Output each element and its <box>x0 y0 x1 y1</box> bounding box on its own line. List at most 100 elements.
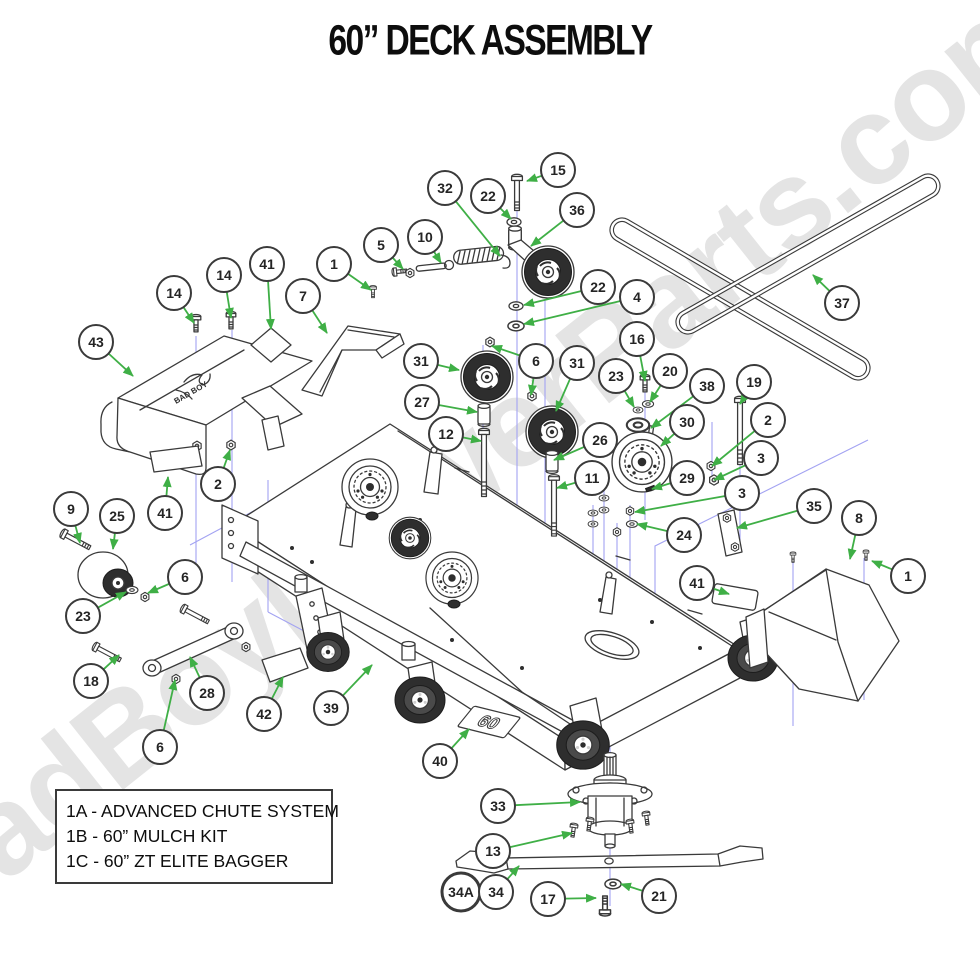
callout-34[interactable]: 34 <box>478 865 520 910</box>
callout-41[interactable]: 41 <box>249 246 285 330</box>
callout-31[interactable]: 31 <box>403 343 460 379</box>
callout-21[interactable]: 21 <box>620 878 677 914</box>
callout-6[interactable]: 6 <box>142 679 178 765</box>
callout-35[interactable]: 35 <box>736 488 832 530</box>
callout-30[interactable]: 30 <box>660 404 705 447</box>
callout-balloon[interactable] <box>666 517 702 553</box>
callout-balloon[interactable] <box>404 384 440 420</box>
callout-6[interactable]: 6 <box>491 343 554 396</box>
callout-39[interactable]: 39 <box>313 664 373 726</box>
callout-balloon[interactable] <box>142 729 178 765</box>
callout-balloon[interactable] <box>428 416 464 452</box>
callout-24[interactable]: 24 <box>636 517 702 553</box>
callout-balloon[interactable] <box>743 440 779 476</box>
callout-balloon[interactable] <box>669 460 705 496</box>
callout-16[interactable]: 16 <box>619 321 655 382</box>
callout-balloon[interactable] <box>574 460 610 496</box>
callout-43[interactable]: 43 <box>78 324 134 377</box>
callout-4[interactable]: 4 <box>523 279 655 327</box>
callout-22[interactable]: 22 <box>523 269 616 308</box>
callout-5[interactable]: 5 <box>363 227 404 270</box>
callout-balloon[interactable] <box>403 343 439 379</box>
callout-balloon[interactable] <box>824 285 860 321</box>
callout-14[interactable]: 14 <box>156 275 195 324</box>
callout-23[interactable]: 23 <box>65 591 127 634</box>
callout-2[interactable]: 2 <box>711 402 786 467</box>
callout-12[interactable]: 12 <box>428 416 482 452</box>
callout-13[interactable]: 13 <box>475 830 573 869</box>
callout-41[interactable]: 41 <box>147 476 183 531</box>
callout-balloon[interactable] <box>246 696 282 732</box>
callout-balloon[interactable] <box>559 192 595 228</box>
callout-balloon[interactable] <box>619 321 655 357</box>
callout-balloon[interactable] <box>689 368 725 404</box>
callout-balloon[interactable] <box>73 663 109 699</box>
callout-balloon[interactable] <box>750 402 786 438</box>
callout-1[interactable]: 1 <box>316 246 372 291</box>
callout-42[interactable]: 42 <box>246 676 284 732</box>
callout-balloon[interactable] <box>641 878 677 914</box>
callout-23[interactable]: 23 <box>598 358 635 408</box>
callout-18[interactable]: 18 <box>73 654 120 699</box>
callout-37[interactable]: 37 <box>812 274 860 321</box>
callout-balloon[interactable] <box>580 269 616 305</box>
callout-17[interactable]: 17 <box>530 881 597 917</box>
callout-28[interactable]: 28 <box>189 656 225 711</box>
callout-36[interactable]: 36 <box>530 192 595 247</box>
callout-balloon[interactable] <box>475 833 511 869</box>
callout-balloon[interactable] <box>53 491 89 527</box>
callout-40[interactable]: 40 <box>422 728 470 779</box>
callout-balloon[interactable] <box>679 565 715 601</box>
callout-26[interactable]: 26 <box>553 422 618 461</box>
callout-9[interactable]: 9 <box>53 491 89 544</box>
callout-34a[interactable]: 34A <box>440 871 482 913</box>
callout-balloon[interactable] <box>478 874 514 910</box>
callout-11[interactable]: 11 <box>556 460 610 496</box>
callout-33[interactable]: 33 <box>480 788 581 824</box>
callout-balloon[interactable] <box>796 488 832 524</box>
callout-balloon[interactable] <box>518 343 554 379</box>
callout-balloon[interactable] <box>65 598 101 634</box>
callout-balloon[interactable] <box>407 219 443 255</box>
callout-balloon[interactable] <box>559 345 595 381</box>
callout-balloon[interactable] <box>206 257 242 293</box>
callout-balloon[interactable] <box>652 353 688 389</box>
callout-balloon[interactable] <box>167 559 203 595</box>
callout-19[interactable]: 19 <box>736 364 772 405</box>
callout-balloon[interactable] <box>619 279 655 315</box>
callout-balloon[interactable] <box>890 558 926 594</box>
callout-8[interactable]: 8 <box>841 500 877 560</box>
callout-balloon[interactable] <box>736 364 772 400</box>
callout-balloon[interactable] <box>78 324 114 360</box>
callout-22[interactable]: 22 <box>470 178 512 220</box>
callout-7[interactable]: 7 <box>285 278 328 334</box>
callout-balloon[interactable] <box>147 495 183 531</box>
callout-balloon[interactable] <box>249 246 285 282</box>
callout-balloon[interactable] <box>200 466 236 502</box>
callout-balloon[interactable] <box>427 170 463 206</box>
callout-3[interactable]: 3 <box>713 440 779 481</box>
callout-41[interactable]: 41 <box>679 565 730 601</box>
callout-balloon[interactable] <box>316 246 352 282</box>
callout-29[interactable]: 29 <box>651 460 705 496</box>
callout-balloon[interactable] <box>285 278 321 314</box>
callout-balloon[interactable] <box>156 275 192 311</box>
callout-1[interactable]: 1 <box>871 558 926 594</box>
callout-20[interactable]: 20 <box>649 353 688 403</box>
callout-balloon[interactable] <box>540 152 576 188</box>
callout-balloon[interactable] <box>841 500 877 536</box>
callout-balloon[interactable] <box>480 788 516 824</box>
callout-10[interactable]: 10 <box>407 219 443 264</box>
callout-balloon[interactable] <box>313 690 349 726</box>
callout-balloon[interactable] <box>598 358 634 394</box>
callout-balloon[interactable] <box>530 881 566 917</box>
callout-6[interactable]: 6 <box>147 559 203 595</box>
callout-balloon[interactable] <box>669 404 705 440</box>
callout-balloon[interactable] <box>724 475 760 511</box>
callout-27[interactable]: 27 <box>404 384 478 420</box>
callout-2[interactable]: 2 <box>200 449 236 502</box>
callout-balloon[interactable] <box>582 422 618 458</box>
callout-balloon[interactable] <box>363 227 399 263</box>
callout-balloon[interactable] <box>99 498 135 534</box>
callout-balloon[interactable] <box>470 178 506 214</box>
